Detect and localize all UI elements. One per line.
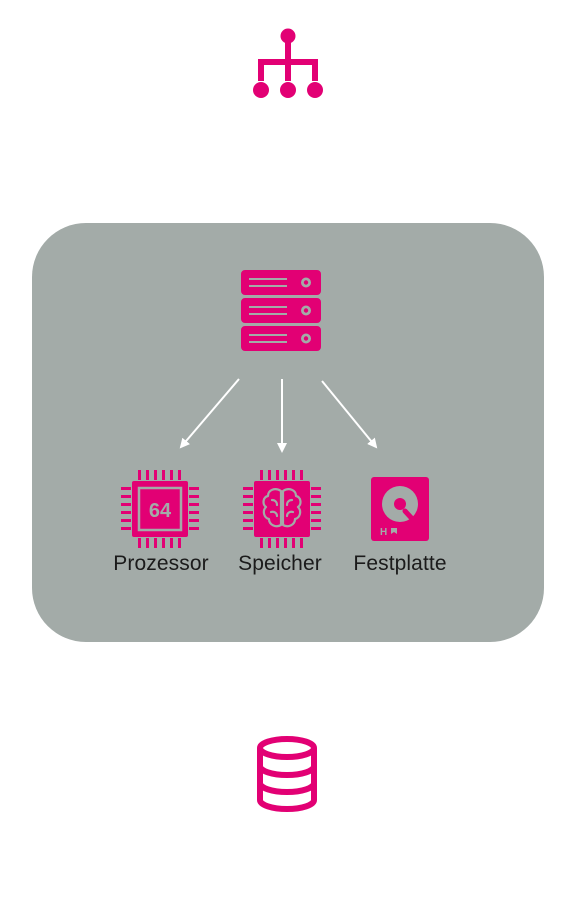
- database-icon: [257, 736, 317, 813]
- label-memory: Speicher: [238, 552, 322, 575]
- hard-disk-icon: H: [371, 477, 429, 541]
- network-hierarchy-icon: [253, 28, 323, 98]
- arrow-to-disk: [321, 380, 378, 449]
- label-processor: Prozessor: [113, 552, 209, 575]
- disk-letter: H: [380, 527, 387, 538]
- arrow-to-processor: [179, 378, 240, 449]
- label-disk: Festplatte: [353, 552, 447, 575]
- cpu-chip-icon: 64: [121, 470, 199, 548]
- memory-brain-chip-icon: [243, 470, 321, 548]
- server-rack-icon: [241, 270, 321, 351]
- cpu-chip-text: 64: [149, 500, 172, 522]
